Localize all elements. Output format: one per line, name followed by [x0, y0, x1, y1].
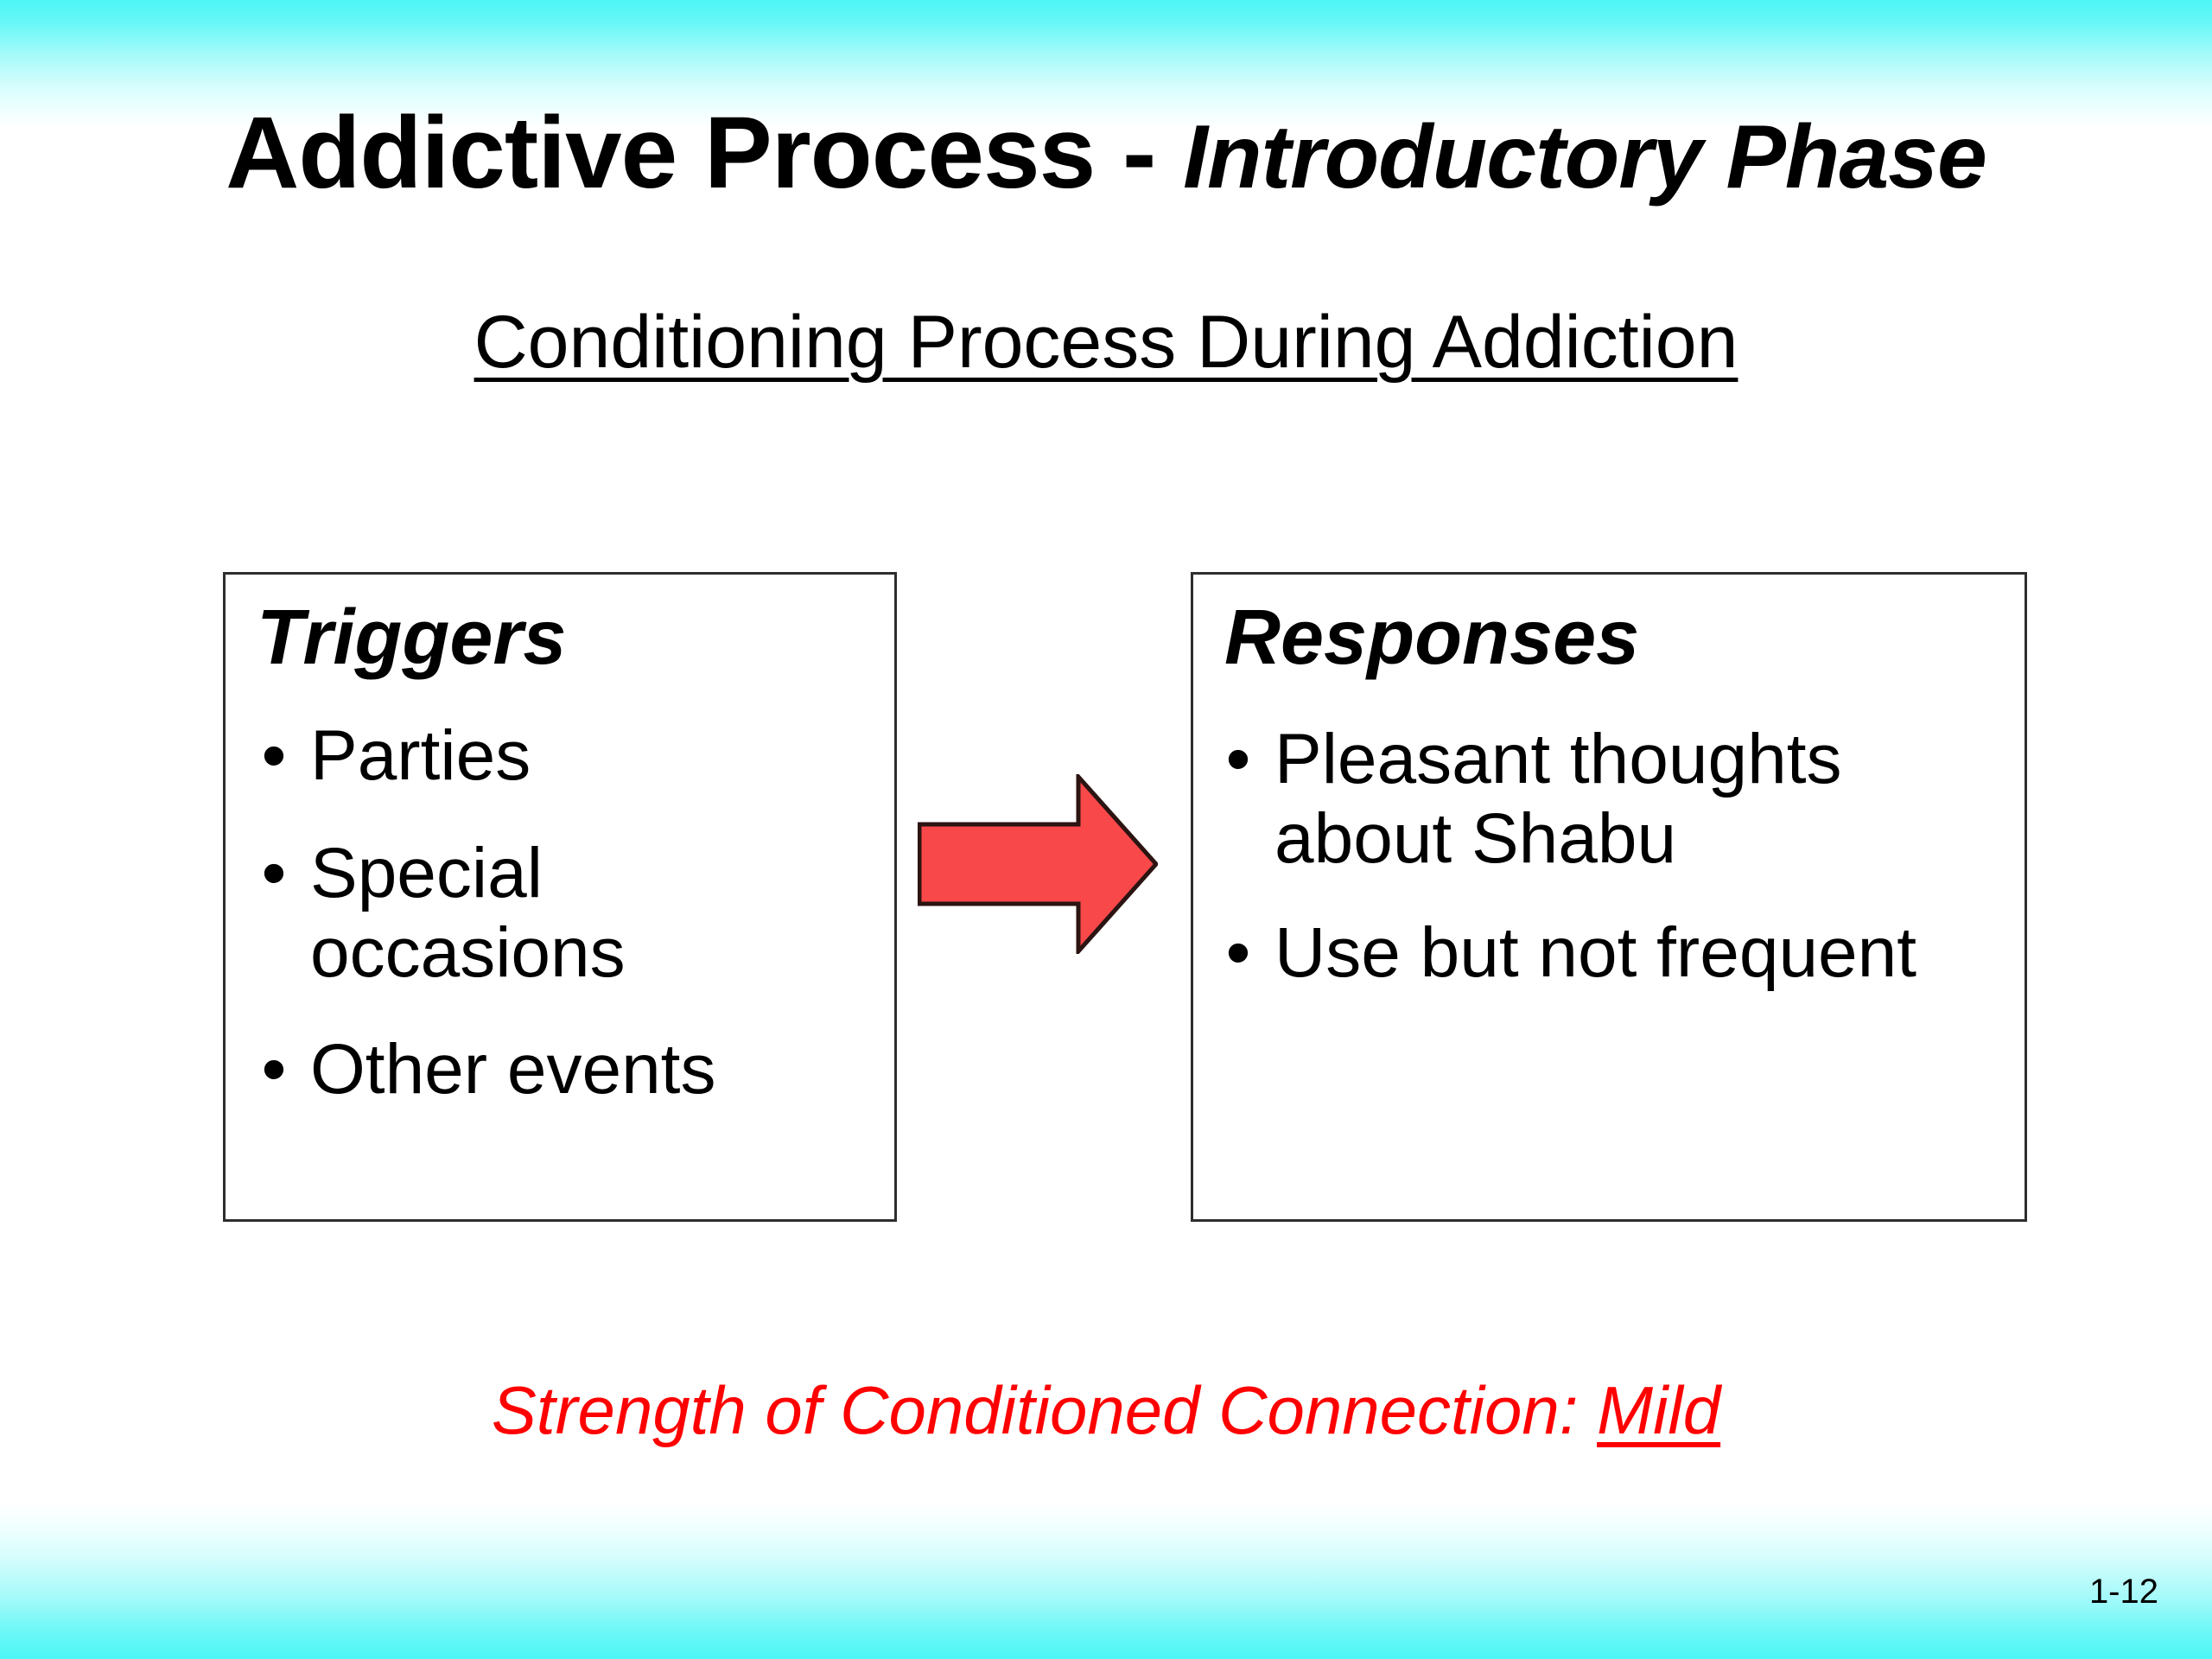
list-item: • Use but not frequent — [1202, 913, 2012, 993]
right-arrow-icon — [918, 774, 1158, 954]
list-item-label: Other events — [310, 1030, 716, 1109]
list-item: • Special occasions — [238, 834, 882, 993]
bullet-dot-icon: • — [261, 716, 287, 795]
page-subtitle-text: Conditioning Process During Addiction — [474, 301, 1738, 384]
list-item-label: Pleasant thoughts about Shabu — [1274, 720, 1842, 878]
list-item: • Other events — [238, 1030, 882, 1109]
strength-label: Strength of Conditioned Connection: — [491, 1372, 1598, 1448]
responses-box: Responses • Pleasant thoughts about Shab… — [1191, 572, 2027, 1222]
list-item: • Pleasant thoughts about Shabu — [1202, 720, 2012, 879]
responses-bullet-list: • Pleasant thoughts about Shabu • Use bu… — [1193, 720, 2024, 1027]
page-title: Addictive Process - Introductory Phase — [0, 102, 2212, 204]
triggers-box: Triggers • Parties • Special occasions •… — [223, 572, 897, 1222]
triggers-heading: Triggers — [257, 594, 567, 681]
bullet-dot-icon: • — [261, 1030, 287, 1109]
bullet-dot-icon: • — [261, 833, 287, 912]
triggers-bullet-list: • Parties • Special occasions • Other ev… — [226, 716, 894, 1109]
strength-value: Mild — [1597, 1372, 1721, 1448]
list-item: • Parties — [238, 716, 882, 796]
page-number: 1-12 — [2088, 1573, 2158, 1611]
responses-heading: Responses — [1224, 594, 1640, 681]
page-title-emphasis: Introductory Phase — [1183, 107, 1987, 207]
strength-caption: Strength of Conditioned Connection: Mild — [0, 1376, 2212, 1444]
list-item-label: Special occasions — [310, 833, 626, 992]
page-title-main: Addictive Process - — [226, 96, 1184, 210]
bottom-gradient-band — [0, 1503, 2212, 1659]
page-subtitle: Conditioning Process During Addiction — [0, 305, 2212, 379]
bullet-dot-icon: • — [1225, 720, 1251, 798]
list-item-label: Parties — [310, 716, 531, 795]
list-item-label: Use but not frequent — [1274, 912, 1917, 992]
bullet-dot-icon: • — [1225, 912, 1251, 992]
